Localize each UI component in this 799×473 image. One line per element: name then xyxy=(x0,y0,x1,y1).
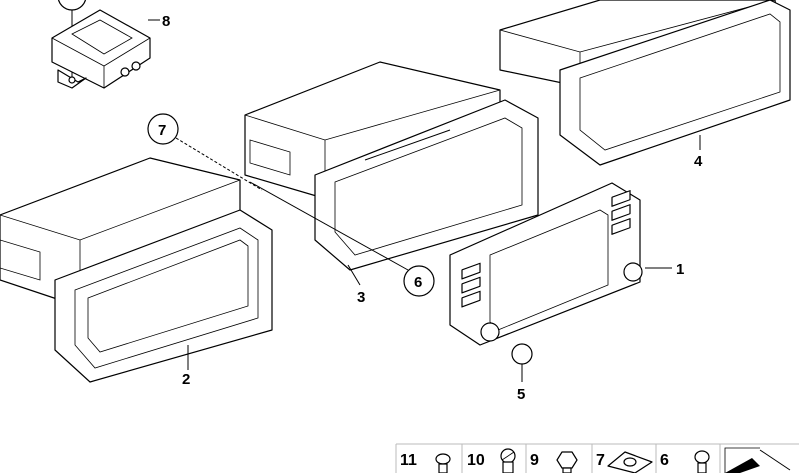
callout-2: 2 xyxy=(182,371,190,388)
legend-item-10[interactable]: 10 xyxy=(461,444,516,473)
callout-7: 7 xyxy=(158,122,166,139)
head-unit-part-4[interactable]: 4 xyxy=(499,0,791,170)
hardware-legend: 11 10 9 7 6 xyxy=(395,443,799,473)
head-unit-part-3[interactable]: 3 xyxy=(244,61,539,306)
callout-circle-cut xyxy=(57,0,87,11)
callout-5: 5 xyxy=(517,386,525,403)
svg-text:11: 11 xyxy=(400,452,417,469)
callout-7-group[interactable]: 7 xyxy=(147,113,263,191)
svg-text:6: 6 xyxy=(660,452,669,469)
screw-pan-head-icon xyxy=(694,450,710,473)
module-part-8[interactable]: 8 xyxy=(51,0,170,89)
legend-item-9[interactable]: 9 xyxy=(525,444,578,473)
callout-6: 6 xyxy=(414,274,422,291)
direction-arrow-icon xyxy=(719,444,791,473)
control-panel-part-1[interactable]: 1 xyxy=(449,182,684,346)
callout-8: 8 xyxy=(162,13,170,30)
clip-nut-icon xyxy=(607,451,653,473)
svg-text:9: 9 xyxy=(530,452,539,469)
head-unit-part-2[interactable]: 2 xyxy=(0,157,273,388)
callout-3: 3 xyxy=(357,289,365,306)
knob-part-5[interactable]: 5 xyxy=(511,343,533,403)
svg-text:7: 7 xyxy=(596,452,605,469)
screw-pan-head-icon xyxy=(435,453,451,473)
legend-item-7[interactable]: 7 xyxy=(591,444,653,473)
screw-slotted-icon xyxy=(500,448,516,473)
callout-4: 4 xyxy=(694,153,703,170)
legend-item-6[interactable]: 6 xyxy=(655,444,710,473)
callout-1: 1 xyxy=(676,261,684,278)
callout-6-group[interactable]: 6 xyxy=(249,181,435,297)
hex-bolt-icon xyxy=(556,451,578,473)
svg-text:10: 10 xyxy=(467,452,485,469)
legend-item-11[interactable]: 11 xyxy=(395,444,451,473)
